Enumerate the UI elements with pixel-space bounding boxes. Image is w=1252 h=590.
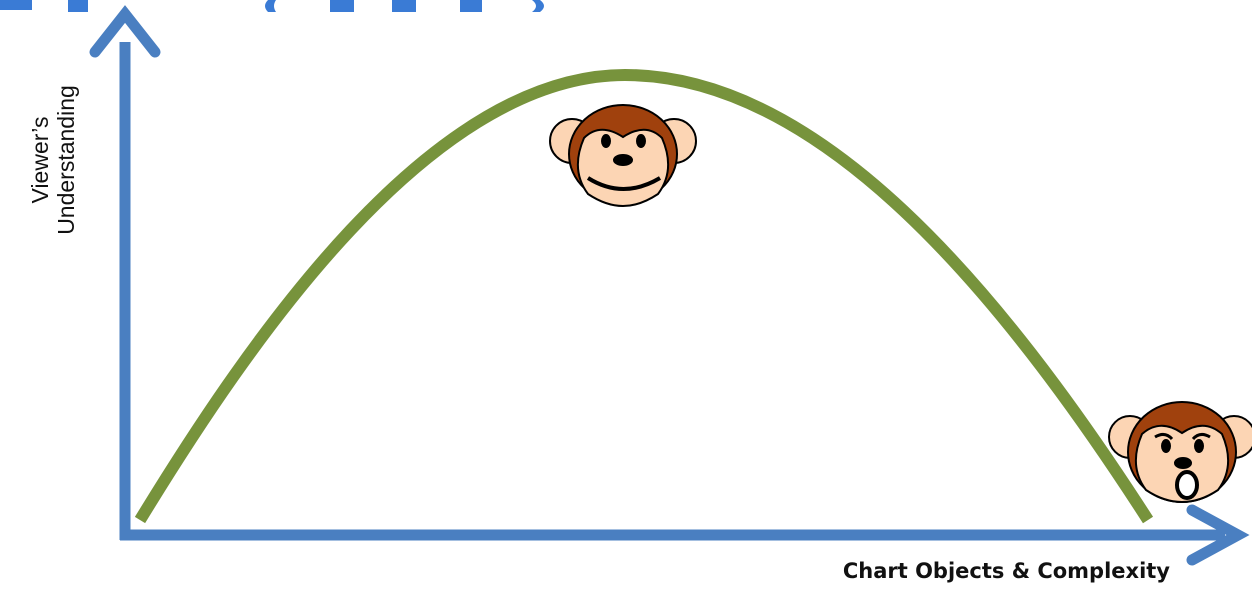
x-axis-label: Chart Objects & Complexity bbox=[842, 559, 1170, 583]
y-axis-label-line2: Understanding bbox=[53, 85, 80, 235]
y-axis-arrowhead bbox=[89, 5, 161, 58]
x-axis-arrowhead bbox=[1186, 504, 1250, 566]
x-axis bbox=[120, 504, 1250, 566]
y-axis bbox=[89, 5, 161, 540]
clipped-title-fragment bbox=[0, 0, 544, 12]
shocked-monkey-icon bbox=[1108, 401, 1252, 504]
y-axis-label: Viewer’s Understanding bbox=[18, 70, 88, 250]
y-axis-label-line1: Viewer’s bbox=[27, 116, 54, 204]
understanding-curve bbox=[134, 68, 1154, 524]
happy-monkey-icon bbox=[549, 104, 697, 208]
